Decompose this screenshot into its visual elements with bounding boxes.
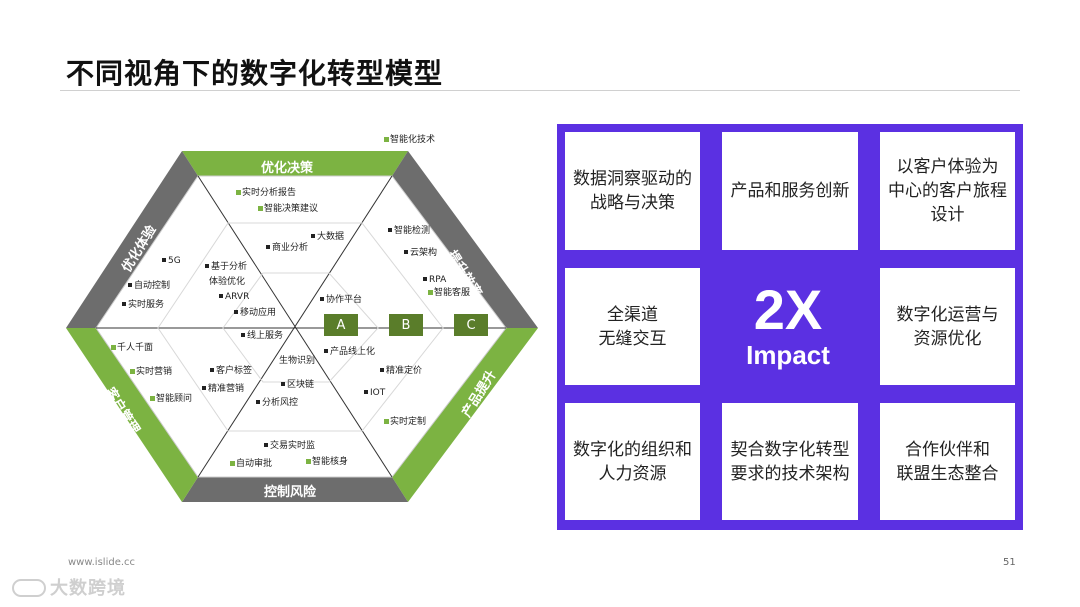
label-item: 线上服务 xyxy=(241,331,283,341)
label-item: 客户标签 xyxy=(210,366,252,376)
label-item: 体验优化 xyxy=(209,277,246,287)
label-item: 移动应用 xyxy=(234,308,276,318)
label-item: 分析风控 xyxy=(256,398,298,408)
divider-line xyxy=(197,175,393,478)
abc-box-c: C xyxy=(454,314,488,336)
page-number: 51 xyxy=(1003,557,1016,568)
page-title: 不同视角下的数字化转型模型 xyxy=(66,57,444,90)
impact-center: 2X Impact xyxy=(718,265,858,385)
watermark-text: 大数跨境 xyxy=(50,578,126,599)
band-bottom-shape xyxy=(182,477,408,502)
footer-url: www.islide.cc xyxy=(68,557,136,568)
label-item: RPA xyxy=(423,275,446,285)
grid-cell: 合作伙伴和联盟生态整合 xyxy=(880,403,1015,520)
label-item: 智能客服 xyxy=(428,288,470,298)
watermark: 大数跨境 xyxy=(12,574,126,600)
label-item: 实时服务 xyxy=(122,300,164,310)
label-item: 实时定制 xyxy=(384,417,426,427)
grid-cell: 契合数字化转型要求的技术架构 xyxy=(722,403,858,520)
inner-ring xyxy=(157,222,444,432)
inner-ring xyxy=(222,272,379,383)
abc-box-b: B xyxy=(389,314,423,336)
label-item: 云架构 xyxy=(404,248,437,258)
label-item: 产品线上化 xyxy=(324,347,375,357)
band-label-top: 优化决策 xyxy=(261,161,314,176)
label-item: 大数据 xyxy=(311,232,344,242)
label-item: 智能顾问 xyxy=(150,394,192,404)
grid-cell: 数字化的组织和人力资源 xyxy=(565,403,700,520)
label-item: 实时分析报告 xyxy=(236,188,296,198)
grid-cell: 产品和服务创新 xyxy=(722,132,858,250)
label-item: 商业分析 xyxy=(266,243,308,253)
grid-cell: 全渠道无缝交互 xyxy=(565,268,700,385)
label-item: 基于分析 xyxy=(205,262,247,272)
label-item: ARVR xyxy=(219,292,249,302)
label-item: 智能决策建议 xyxy=(258,204,318,214)
label-item: 精准营销 xyxy=(202,384,244,394)
label-item: 生物识别 xyxy=(279,356,316,366)
label-item: 实时营销 xyxy=(130,367,172,377)
label-item: 区块链 xyxy=(281,380,314,390)
band-upper-right-shape xyxy=(392,151,538,328)
label-item: 千人千面 xyxy=(111,343,153,353)
hexagon-model: 优化决策 提升效率 产品提升 控制风险 客户管理 优化体验 A B C 智能化技… xyxy=(58,130,548,510)
label-outer: 智能化技术 xyxy=(384,135,435,145)
label-item: 智能检测 xyxy=(388,226,430,236)
label-item: 精准定价 xyxy=(380,366,422,376)
grid-cell: 以客户体验为中心的客户旅程设计 xyxy=(880,132,1015,250)
band-label-bottom: 控制风险 xyxy=(264,485,317,500)
label-item: 智能核身 xyxy=(306,457,348,467)
watermark-logo-icon xyxy=(12,579,46,597)
abc-box-a: A xyxy=(324,314,358,336)
label-item: 自动审批 xyxy=(230,459,272,469)
title-divider xyxy=(60,90,1020,91)
grid-cell: 数字化运营与资源优化 xyxy=(880,268,1015,385)
impact-label: Impact xyxy=(746,340,830,370)
impact-multiplier: 2X xyxy=(753,278,823,341)
band-lower-left-shape xyxy=(66,328,198,502)
label-item: 交易实时监 xyxy=(264,441,315,451)
band-upper-left-shape xyxy=(66,151,198,328)
band-top-shape xyxy=(182,151,408,176)
label-item: IOT xyxy=(364,388,385,398)
grid-cell: 数据洞察驱动的战略与决策 xyxy=(565,132,700,250)
band-lower-right-shape xyxy=(392,328,538,502)
label-item: 自动控制 xyxy=(128,281,170,291)
label-item: 协作平台 xyxy=(320,295,362,305)
label-item: 5G xyxy=(162,256,181,266)
